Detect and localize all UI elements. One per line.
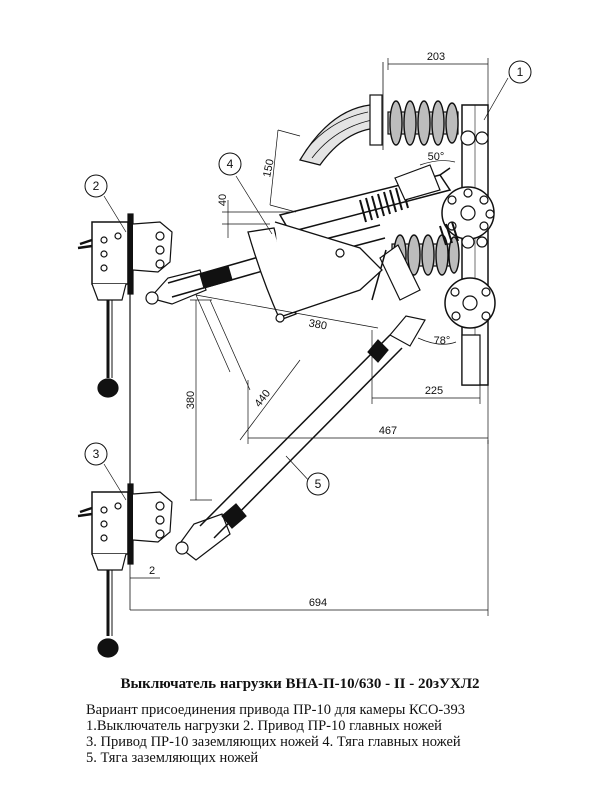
drawing-title: Выключатель нагрузки ВНА-П-10/630 - II -… [120, 676, 480, 692]
callout-5: 5 [315, 477, 322, 491]
drive-earthing-knives [77, 483, 173, 658]
callout-1: 1 [517, 65, 524, 79]
dimension-lines [103, 58, 509, 616]
legend-line: Вариант присоединения привода ПР-10 для … [86, 702, 466, 718]
dim-2: 2 [149, 565, 155, 577]
dim-203: 203 [427, 51, 445, 63]
dim-50deg: 50° [428, 151, 445, 163]
dim-40: 40 [217, 194, 229, 206]
legend-line: 5. Тяга заземляющих ножей [86, 750, 259, 766]
lower-spring [439, 221, 459, 246]
drive-main-knives [77, 213, 173, 398]
dim-380-upper: 380 [308, 317, 328, 332]
dim-694: 694 [309, 597, 327, 609]
legend: Вариант присоединения привода ПР-10 для … [86, 702, 596, 766]
legend-line: 1.Выключатель нагрузки 2. Привод ПР-10 г… [86, 718, 442, 734]
lower-insulator [391, 234, 460, 276]
legend-line: 3. Привод ПР-10 заземляющих ножей 4. Тяг… [86, 734, 461, 750]
rod-main-knives [145, 221, 386, 323]
callout-3: 3 [93, 447, 100, 461]
dim-380-vertical: 380 [185, 391, 197, 409]
callout-circles [84, 60, 532, 496]
dim-225: 225 [425, 385, 443, 397]
dim-467: 467 [379, 425, 397, 437]
callout-2: 2 [93, 179, 100, 193]
upper-insulator [387, 100, 459, 146]
callout-4: 4 [227, 157, 234, 171]
dim-440: 440 [252, 388, 273, 410]
technical-drawing: 1 2 3 4 5 203 150 40 380 50° 78° 225 467… [77, 51, 532, 658]
rod-earthing-knives [175, 315, 426, 561]
load-switch [278, 62, 496, 386]
dim-150: 150 [261, 158, 277, 178]
upper-spring [359, 185, 409, 223]
dim-78deg: 78° [434, 335, 451, 347]
